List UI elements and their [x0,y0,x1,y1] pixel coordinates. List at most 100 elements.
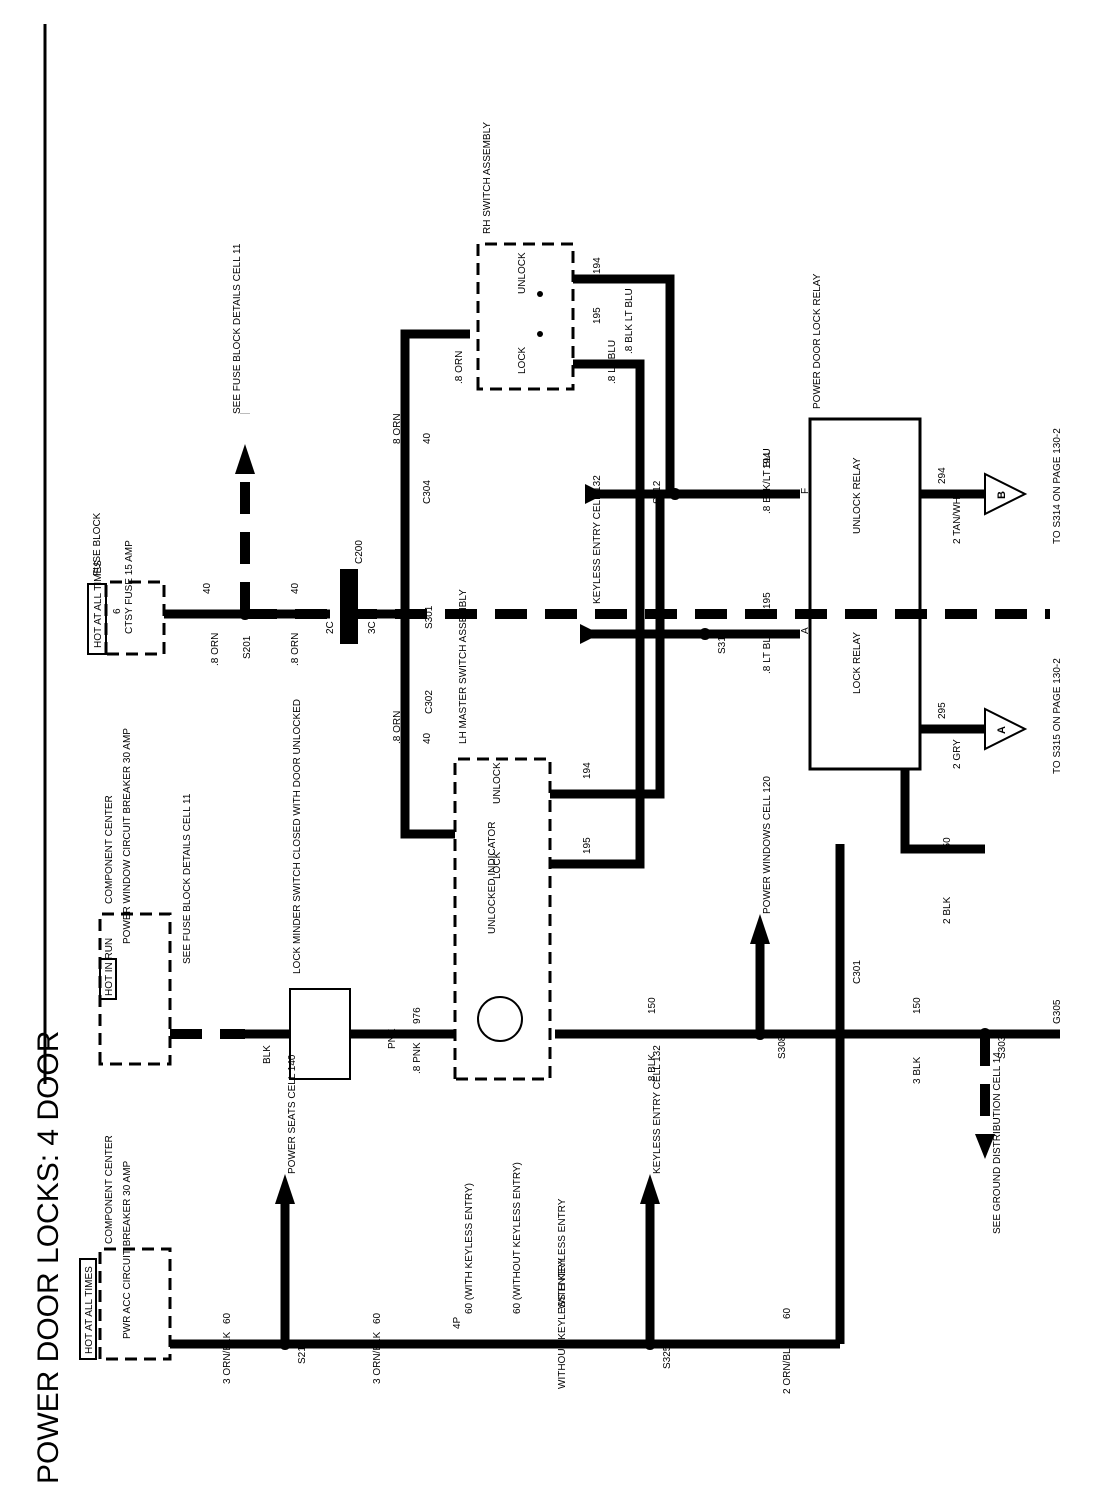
svg-text:60: 60 [372,1312,383,1324]
svg-text:LH MASTER SWITCH ASSEMBLY: LH MASTER SWITCH ASSEMBLY [458,589,469,744]
svg-text:S218: S218 [297,1340,308,1364]
svg-text:8 ORN: 8 ORN [392,413,403,444]
svg-text:.8 BLK: .8 BLK [647,1054,658,1084]
svg-text:S201: S201 [242,635,253,659]
svg-text:195: 195 [762,592,773,609]
svg-text:294: 294 [937,467,948,484]
svg-text:S308: S308 [777,1035,788,1059]
svg-text:3C: 3C [367,621,378,634]
svg-text:S313: S313 [717,630,728,654]
svg-text:PWR ACC CIRCUIT BREAKER 30 AMP: PWR ACC CIRCUIT BREAKER 30 AMP [122,1160,133,1339]
pwr-acc-breaker: HOT AT ALL TIMES PWR ACC CIRCUIT BREAKER… [79,1135,172,1361]
connector-c200 [340,569,358,644]
offpage-a-icon [984,707,1028,751]
svg-text:194: 194 [582,762,593,779]
svg-text:LOCK: LOCK [517,346,528,374]
page-title: POWER DOOR LOCKS: 4 DOOR [32,1031,65,1484]
svg-text:C304: C304 [422,480,433,504]
svg-text:C301: C301 [852,960,863,984]
arrow-power-seats-icon [275,1174,295,1204]
svg-text:.8 LT BLU: .8 LT BLU [607,340,618,384]
lh-master-switch-assembly: LH MASTER SWITCH ASSEMBLY LOCK UNLOCK UN… [453,589,552,1081]
svg-text:3 BLK: 3 BLK [912,1056,923,1084]
svg-text:60 (WITH KEYLESS ENTRY): 60 (WITH KEYLESS ENTRY) [464,1183,475,1314]
svg-text:LOCK: LOCK [492,851,503,879]
svg-text:B: B [996,491,1008,499]
svg-text:.8 BLK LT BLU: .8 BLK LT BLU [624,288,635,354]
svg-text:POWER SEATS CELL 140: POWER SEATS CELL 140 [287,1054,298,1174]
svg-text:S325: S325 [662,1345,673,1369]
svg-text:150: 150 [912,997,923,1014]
unlocked-indicator-icon [477,996,523,1042]
svg-text:2 BLK: 2 BLK [942,896,953,924]
svg-text:SEE GROUND DISTRIBUTION CELL 1: SEE GROUND DISTRIBUTION CELL 14 [992,1052,1003,1234]
svg-text:A: A [996,726,1008,734]
svg-text:POWER DOOR LOCK RELAY: POWER DOOR LOCK RELAY [812,273,823,409]
lock-minder-switch: LOCK MINDER SWITCH CLOSED WITH DOOR UNLO… [289,699,351,1080]
svg-text:CTSY FUSE 15 AMP: CTSY FUSE 15 AMP [124,540,135,634]
svg-text:C302: C302 [424,690,435,714]
svg-text:195: 195 [592,307,603,324]
svg-text:40: 40 [202,582,213,594]
svg-text:TO S315 ON PAGE 130-2: TO S315 ON PAGE 130-2 [1052,658,1063,774]
arrow-ground-dist-icon [975,1134,995,1159]
svg-text:.8 ORN: .8 ORN [392,711,403,744]
svg-text:.8 BLK/LT BLU: .8 BLK/LT BLU [762,448,773,514]
svg-text:60: 60 [782,1307,793,1319]
svg-text:HOT AT ALL TIMES: HOT AT ALL TIMES [84,1266,95,1354]
svg-text:40: 40 [422,432,433,444]
svg-text:COMPONENT CENTER: COMPONENT CENTER [104,1135,115,1244]
svg-text:LOCK RELAY: LOCK RELAY [852,632,863,694]
svg-text:TO S314 ON PAGE 130-2: TO S314 ON PAGE 130-2 [1052,428,1063,544]
svg-text:PNK: PNK [387,1028,398,1049]
svg-text:COMPONENT CENTER: COMPONENT CENTER [104,795,115,904]
rh-switch-assembly: RH SWITCH ASSEMBLY LOCK UNLOCK [476,122,575,391]
svg-text:4P: 4P [452,1316,463,1329]
svg-text:3 ORN/BLK: 3 ORN/BLK [222,1331,233,1384]
svg-text:KEYLESS ENTRY CELL 132: KEYLESS ENTRY CELL 132 [592,475,603,604]
svg-text:SEE FUSE BLOCK DETAILS CELL 11: SEE FUSE BLOCK DETAILS CELL 11 [182,793,193,964]
arrow-keyless-194-icon [585,484,605,504]
svg-text:2 TAN/WHT: 2 TAN/WHT [952,491,963,544]
svg-text:295: 295 [937,702,948,719]
svg-text:A: A [800,627,811,634]
svg-text:UNLOCK RELAY: UNLOCK RELAY [852,457,863,534]
svg-text:UNLOCK: UNLOCK [492,762,503,804]
svg-text:.8 ORN: .8 ORN [210,633,221,666]
svg-text:F: F [800,488,811,494]
svg-text:S303: S303 [997,1035,1008,1059]
svg-text:FUSE BLOCK: FUSE BLOCK [92,512,103,576]
svg-text:BLK: BLK [262,1045,273,1064]
svg-text:60 (WITHOUT KEYLESS ENTRY): 60 (WITHOUT KEYLESS ENTRY) [512,1162,523,1314]
svg-text:194: 194 [592,257,603,274]
svg-text:WITH KEYLESS ENTRY: WITH KEYLESS ENTRY [557,1198,568,1309]
svg-text:.8 ORN: .8 ORN [454,351,465,384]
svg-text:HOT AT ALL TIMES: HOT AT ALL TIMES [93,560,104,648]
svg-text:195: 195 [582,837,593,854]
offpage-b-icon [984,472,1028,516]
svg-text:6: 6 [112,608,123,614]
svg-text:RH SWITCH ASSEMBLY: RH SWITCH ASSEMBLY [482,122,493,234]
arrow-power-windows-icon [750,914,770,944]
svg-text:.8 PNK: .8 PNK [412,1042,423,1074]
svg-text:KEYLESS ENTRY CELL 132: KEYLESS ENTRY CELL 132 [652,1045,663,1174]
svg-text:C200: C200 [354,540,365,564]
svg-text:976: 976 [412,1007,423,1024]
svg-text:3 ORN/BLK: 3 ORN/BLK [372,1331,383,1384]
svg-text:2 ORN/BLK: 2 ORN/BLK [782,1341,793,1394]
arrow-keyless-left-icon [640,1174,660,1204]
arrow-keyless-195-icon [580,624,600,644]
svg-text:2 GRY: 2 GRY [952,739,963,769]
svg-text:LOCK MINDER SWITCH CLOSED WITH: LOCK MINDER SWITCH CLOSED WITH DOOR UNLO… [292,699,303,974]
svg-text:HOT IN RUN: HOT IN RUN [104,938,115,996]
svg-text:.8 ORN: .8 ORN [290,633,301,666]
svg-text:SEE FUSE BLOCK DETAILS CELL 11: SEE FUSE BLOCK DETAILS CELL 11 [232,243,243,414]
svg-text:2C: 2C [325,621,336,634]
svg-text:UNLOCK: UNLOCK [517,252,528,294]
svg-text:WITHOUT KEYLESS ENTRY: WITHOUT KEYLESS ENTRY [557,1257,568,1389]
power-door-lock-relay: POWER DOOR LOCK RELAY UNLOCK RELAY LOCK … [808,273,922,771]
svg-text:S301: S301 [424,605,435,629]
svg-text:40: 40 [290,582,301,594]
svg-text:G305: G305 [1052,999,1063,1024]
